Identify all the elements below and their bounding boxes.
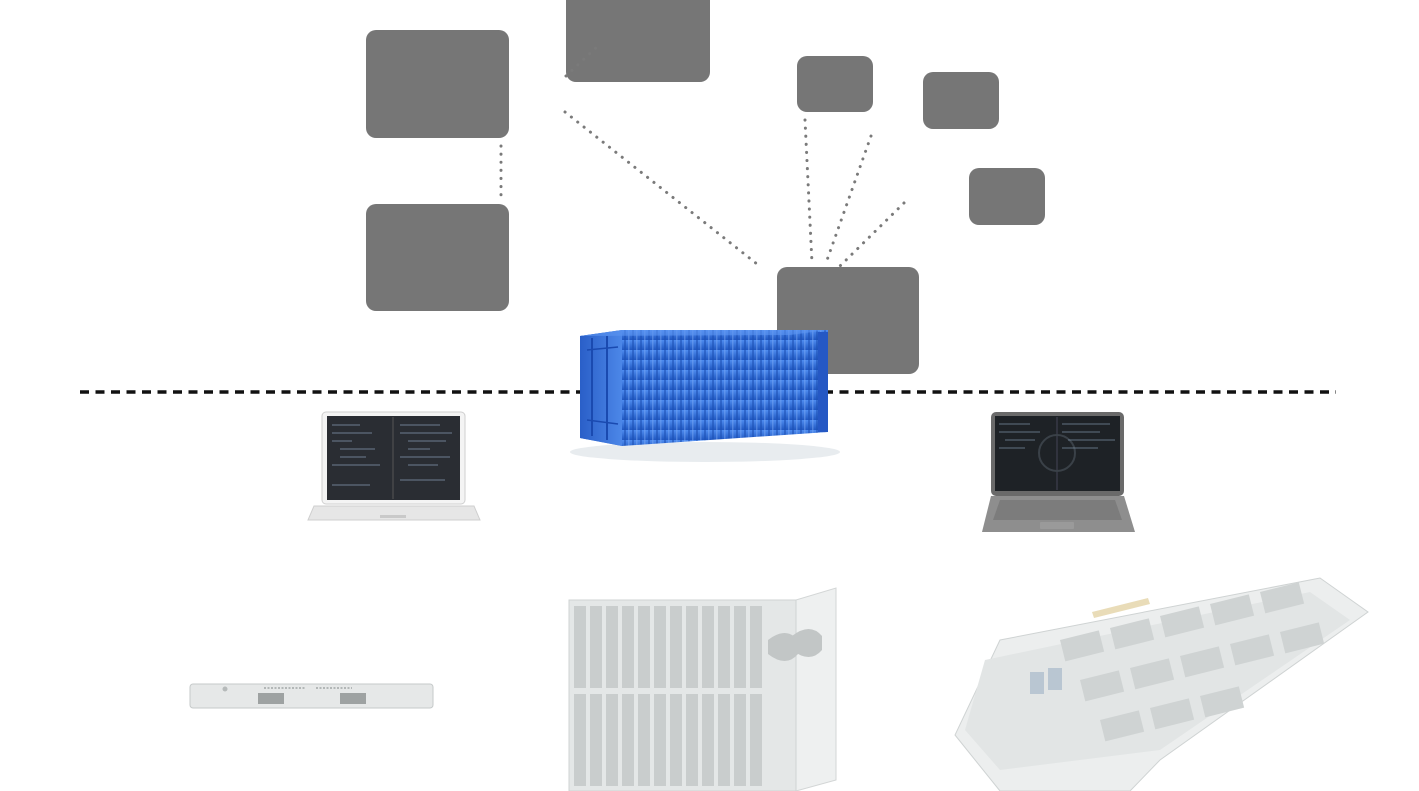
box-small-1: [797, 56, 873, 112]
connector-center-to-hub: [563, 110, 759, 266]
box-top-left-large: [366, 30, 509, 138]
datacenter-floor-icon: [954, 577, 1369, 791]
rack-server-icon: [189, 683, 434, 709]
blade-chassis-icon: [568, 587, 837, 791]
dell-laptop-icon: [982, 412, 1135, 532]
box-middle-left: [366, 204, 509, 311]
box-small-3: [969, 168, 1045, 225]
shipping-container-icon: [570, 330, 840, 462]
connector-lines: [499, 42, 906, 268]
macbook-laptop-icon: [307, 411, 481, 521]
connector-top-center-inner: [564, 42, 602, 78]
connector-small3-to-hub: [838, 201, 906, 268]
box-small-2: [923, 72, 999, 129]
connector-small2-to-hub: [824, 134, 873, 265]
box-top-center: [566, 0, 710, 82]
connector-small1-to-hub: [803, 118, 814, 265]
